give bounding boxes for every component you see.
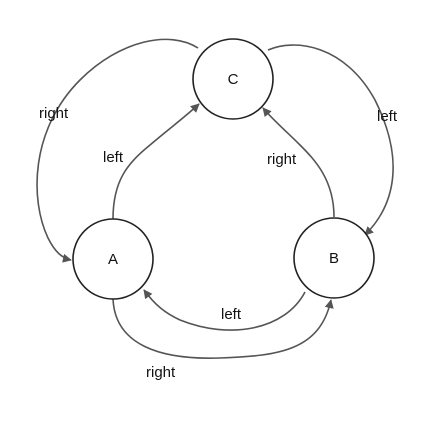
edge-label-c-to-b: left bbox=[377, 108, 398, 125]
node-a: A bbox=[72, 218, 154, 300]
edge-label-c-to-a: right bbox=[39, 105, 69, 122]
node-b: B bbox=[293, 217, 375, 299]
edge-label-b-to-c: right bbox=[267, 151, 297, 168]
edge-b-to-a bbox=[143, 289, 306, 331]
node-a-label: A bbox=[108, 251, 118, 268]
edge-label-a-to-b: right bbox=[146, 364, 176, 381]
node-c-label: C bbox=[228, 71, 239, 88]
node-c: C bbox=[192, 38, 274, 120]
edge-a-to-b bbox=[112, 298, 334, 359]
edge-a-to-c bbox=[112, 103, 200, 220]
edge-c-to-b bbox=[267, 44, 394, 236]
edge-label-b-to-a: left bbox=[221, 306, 242, 323]
edge-b-to-c bbox=[262, 107, 335, 218]
edge-label-a-to-c: left bbox=[103, 149, 124, 166]
node-b-label: B bbox=[329, 250, 339, 267]
edge-c-to-a bbox=[36, 38, 199, 263]
